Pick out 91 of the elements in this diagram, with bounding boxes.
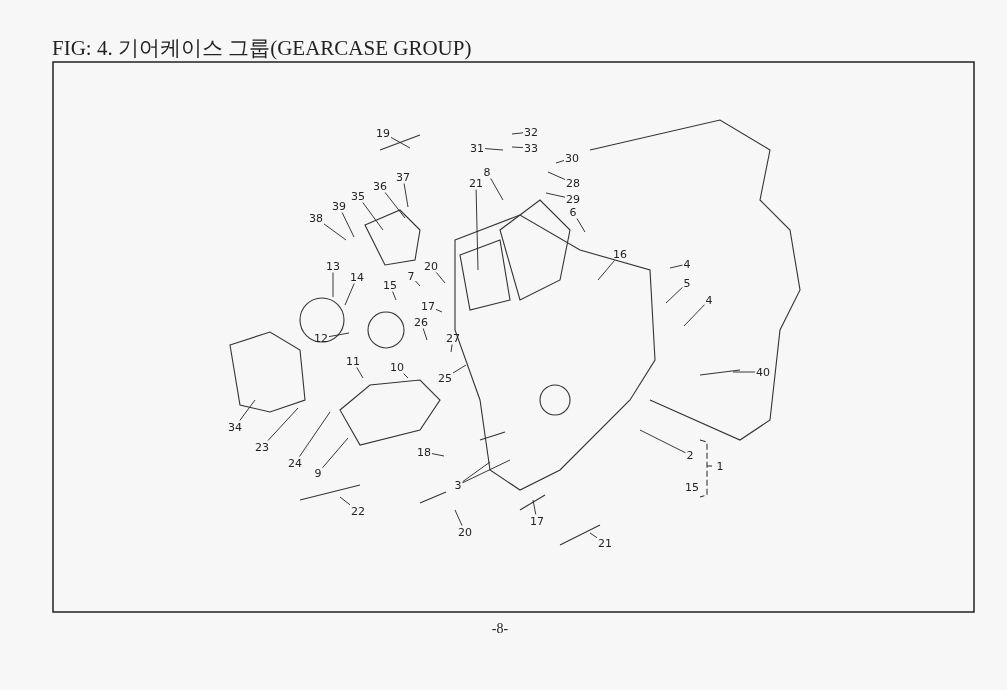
callout-number: 7 bbox=[407, 269, 415, 283]
callout-number: 29 bbox=[566, 192, 580, 206]
leader-line bbox=[422, 328, 428, 341]
leader-line bbox=[356, 367, 364, 379]
leader-line bbox=[431, 453, 445, 457]
leader-line bbox=[462, 461, 491, 483]
leader-line bbox=[732, 371, 756, 373]
page-number: -8- bbox=[491, 621, 509, 635]
leader-line bbox=[341, 212, 355, 238]
callout-number: 3 bbox=[454, 478, 462, 492]
leader-line bbox=[669, 264, 683, 269]
callout-number: 17 bbox=[530, 514, 544, 528]
callout-number: 8 bbox=[483, 165, 491, 179]
leader-line bbox=[450, 344, 453, 353]
callout-number: 6 bbox=[569, 205, 577, 219]
callout-number: 32 bbox=[524, 125, 538, 139]
callout-number: 28 bbox=[566, 176, 580, 190]
leader-line bbox=[384, 192, 406, 219]
callout-number: 18 bbox=[417, 445, 431, 459]
callout-number: 21 bbox=[469, 176, 483, 190]
callout-number: 17 bbox=[421, 299, 435, 313]
callout-number: 21 bbox=[598, 536, 612, 550]
leader-line bbox=[267, 407, 299, 441]
callout-number: 22 bbox=[351, 504, 365, 518]
callout-number: 35 bbox=[351, 189, 365, 203]
leader-line bbox=[435, 272, 446, 284]
callout-number: 4 bbox=[683, 257, 691, 271]
callout-number: 23 bbox=[255, 440, 269, 454]
leader-line bbox=[683, 304, 705, 327]
leader-line bbox=[403, 373, 409, 379]
leader-line bbox=[322, 437, 349, 469]
leader-line bbox=[555, 160, 565, 164]
leader-line bbox=[475, 189, 479, 271]
callout-number: 25 bbox=[438, 371, 452, 385]
callout-number: 11 bbox=[346, 354, 360, 368]
leader-line bbox=[452, 364, 467, 374]
leader-line bbox=[545, 192, 566, 198]
leader-line bbox=[390, 136, 411, 149]
leader-line bbox=[589, 532, 598, 539]
callout-number: 5 bbox=[683, 276, 691, 290]
leader-line bbox=[332, 272, 334, 298]
callout-number: 39 bbox=[332, 199, 346, 213]
callout-number: 15 bbox=[685, 480, 699, 494]
callout-number: 38 bbox=[309, 211, 323, 225]
leader-line bbox=[323, 223, 347, 241]
leader-line bbox=[665, 286, 683, 304]
callout-number: 2 bbox=[686, 448, 694, 462]
callout-number: 27 bbox=[446, 331, 460, 345]
callout-number: 16 bbox=[613, 247, 627, 261]
callout-number: 24 bbox=[288, 456, 302, 470]
callout-number: 33 bbox=[524, 141, 538, 155]
callout-number: 37 bbox=[396, 170, 410, 184]
leader-line bbox=[511, 132, 524, 135]
callout-number: 14 bbox=[350, 270, 364, 284]
leader-line bbox=[435, 308, 443, 313]
callout-number: 36 bbox=[373, 179, 387, 193]
callout-number: 4 bbox=[705, 293, 713, 307]
callout-number: 10 bbox=[390, 360, 404, 374]
figure-title: FIG: 4. 기어케이스 그룹(GEARCASE GROUP) bbox=[52, 35, 472, 62]
leader-line bbox=[462, 459, 511, 484]
leader-line bbox=[576, 218, 586, 233]
callout-number: 31 bbox=[470, 141, 484, 155]
callout-number: 30 bbox=[565, 151, 579, 165]
leader-line bbox=[454, 509, 463, 526]
leader-line bbox=[362, 202, 384, 231]
leader-line bbox=[597, 260, 615, 281]
callout-number: 12 bbox=[314, 331, 328, 345]
leader-line bbox=[484, 148, 504, 151]
leader-line bbox=[532, 499, 537, 515]
callout-number: 19 bbox=[376, 126, 390, 140]
leader-line bbox=[403, 183, 409, 208]
callout-number: 9 bbox=[314, 466, 322, 480]
leader-line bbox=[415, 280, 421, 287]
callout-number: 15 bbox=[383, 278, 397, 292]
callout-number: 40 bbox=[756, 365, 770, 379]
leader-line bbox=[344, 283, 355, 306]
group-number: 1 bbox=[716, 459, 724, 473]
callout-number: 26 bbox=[414, 315, 428, 329]
leader-line bbox=[328, 332, 350, 338]
leader-line bbox=[490, 178, 504, 201]
leader-line bbox=[639, 429, 686, 454]
leader-line bbox=[239, 399, 256, 421]
callout-number: 34 bbox=[228, 420, 242, 434]
leader-line bbox=[299, 411, 331, 457]
leader-line bbox=[339, 496, 351, 506]
callout-number: 20 bbox=[424, 259, 438, 273]
callout-number: 13 bbox=[326, 259, 340, 273]
leader-line bbox=[547, 171, 566, 180]
callout-number: 20 bbox=[458, 525, 472, 539]
leader-line bbox=[392, 291, 397, 301]
leader-line bbox=[511, 146, 524, 149]
